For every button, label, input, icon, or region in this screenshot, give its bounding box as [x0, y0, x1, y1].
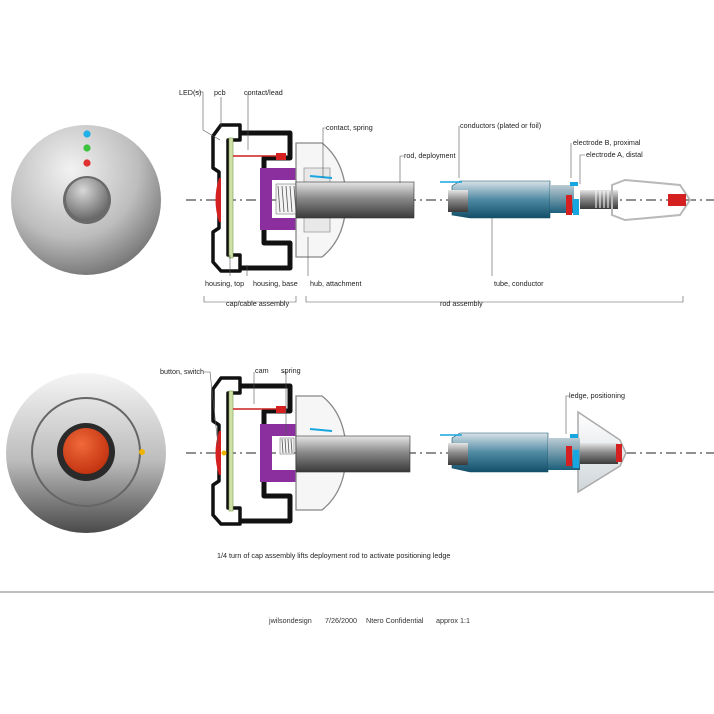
base-purple-2 — [260, 424, 296, 482]
label-housing-top: housing, top — [205, 279, 244, 288]
bottom-end-view — [6, 373, 166, 533]
label-cam: cam — [255, 366, 269, 375]
caption: 1/4 turn of cap assembly lifts deploymen… — [217, 551, 450, 560]
spring-coils — [277, 185, 297, 213]
label-leds: LED(s) — [179, 88, 201, 97]
footer-confidentiality: Ntero Confidential — [366, 616, 424, 625]
tip-red — [668, 194, 686, 206]
rod-deployment-2 — [295, 435, 411, 473]
button-red-2 — [215, 431, 221, 475]
label-housing-base: housing, base — [253, 279, 298, 288]
top-leaders — [195, 91, 585, 276]
label-electrode-a: electrode A, distal — [586, 150, 643, 159]
label-tube-conductor: tube, conductor — [494, 279, 544, 288]
label-rod-assembly: rod assembly — [440, 299, 483, 308]
top-brackets — [203, 296, 684, 303]
base-purple — [260, 168, 296, 230]
label-contact-lead: contact/lead — [244, 88, 283, 97]
contact-lead-red — [276, 153, 286, 160]
footer-designer: jwilsondesign — [268, 616, 312, 625]
tube-inner-rod — [448, 190, 468, 212]
top-cap-section — [211, 123, 415, 273]
bottom-rod-section — [440, 410, 627, 494]
footer-date: 7/26/2000 — [325, 616, 357, 625]
electrode-a-blue — [573, 199, 579, 215]
pcb — [228, 137, 234, 259]
top-rod-section — [440, 178, 692, 222]
electrode-b-red-2 — [566, 446, 572, 466]
led-red-icon — [83, 159, 91, 167]
button-orange — [63, 428, 109, 474]
label-rod-deployment: rod, deployment — [404, 151, 456, 160]
tip-red-2 — [616, 444, 622, 462]
knob — [66, 178, 108, 220]
contact-lead-red-2 — [276, 406, 286, 413]
label-contact-spring: contact, spring — [326, 123, 373, 132]
pcb-2 — [228, 390, 234, 512]
indicator-yellow-2 — [221, 450, 227, 456]
spring-block-2 — [279, 437, 295, 455]
bottom-cap-section — [211, 376, 411, 526]
top-end-view — [11, 125, 161, 275]
label-conductors: conductors (plated or foil) — [460, 121, 541, 130]
tip-sheath — [611, 178, 692, 222]
indicator-yellow-icon — [139, 449, 145, 455]
label-spring: spring — [281, 366, 301, 375]
electrode-b-red — [566, 195, 572, 215]
led-blue-icon — [83, 130, 91, 138]
housing-top — [211, 123, 242, 273]
led-green-icon — [83, 144, 91, 152]
button-red — [215, 178, 221, 222]
contact-spring-blue — [309, 175, 333, 179]
housing-top-2 — [211, 376, 242, 526]
label-electrode-b: electrode B, proximal — [573, 138, 641, 147]
label-button-switch: button, switch — [160, 367, 204, 376]
label-pcb: pcb — [214, 88, 226, 97]
tube-conductor-2 — [451, 432, 549, 473]
footer-scale: approx 1:1 — [436, 616, 470, 625]
tube-conductor — [451, 180, 551, 219]
label-cap-cable-assembly: cap/cable assembly — [226, 299, 290, 308]
label-ledge-positioning: ledge, positioning — [569, 391, 625, 400]
rod-deployment — [295, 181, 415, 219]
bottom-leaders — [204, 371, 570, 446]
electrode-a-blue-2 — [573, 450, 579, 468]
label-hub-attachment: hub, attachment — [310, 279, 362, 288]
